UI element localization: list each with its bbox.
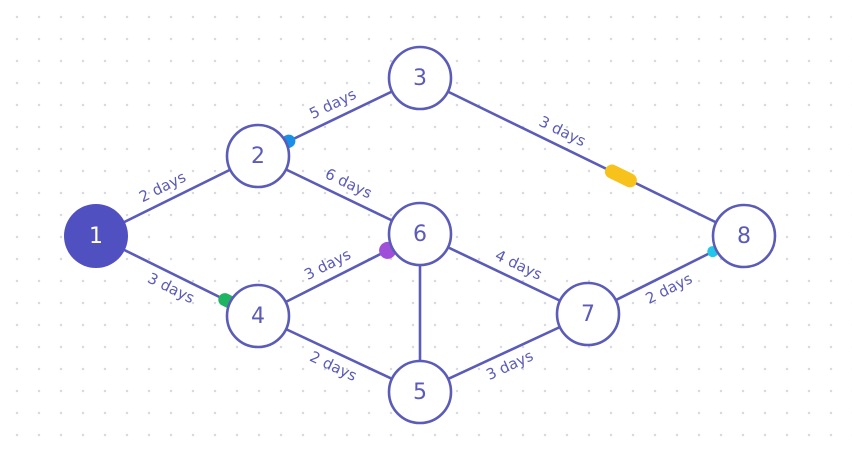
edge-label-4-6: 3 days xyxy=(301,245,354,284)
node-6[interactable]: 6 xyxy=(387,201,453,267)
edge-label-2-3: 5 days xyxy=(306,85,359,123)
node-circle-2 xyxy=(225,123,291,189)
node-label-1: 1 xyxy=(89,224,103,249)
node-circle-3 xyxy=(387,45,453,111)
edge-label-5-7: 3 days xyxy=(483,347,536,384)
edge-label-3-8: 3 days xyxy=(536,112,589,150)
yellow-marker xyxy=(604,164,637,188)
edge-label-1-2: 2 days xyxy=(136,168,189,206)
edge-label-6-7: 4 days xyxy=(492,246,545,284)
node-circle-7 xyxy=(555,281,621,347)
node-label-3: 3 xyxy=(413,66,427,91)
edge-label-1-4: 3 days xyxy=(145,269,198,307)
node-4[interactable]: 4 xyxy=(225,283,291,349)
node-label-5: 5 xyxy=(413,380,427,405)
node-label-2: 2 xyxy=(251,144,265,169)
edge-label-2-6: 6 days xyxy=(322,165,375,203)
nodes-layer: 1 2 3 4 5 6 7 8 xyxy=(64,45,777,425)
node-7[interactable]: 7 xyxy=(555,281,621,347)
node-2[interactable]: 2 xyxy=(225,123,291,189)
node-circle-8 xyxy=(711,203,777,269)
edge-label-4-5: 2 days xyxy=(307,348,360,385)
node-label-6: 6 xyxy=(413,222,427,247)
node-label-7: 7 xyxy=(581,302,595,327)
node-3[interactable]: 3 xyxy=(387,45,453,111)
edge-3-8 xyxy=(418,76,746,238)
node-circle-4 xyxy=(225,283,291,349)
node-circle-1 xyxy=(64,204,128,268)
node-circle-6 xyxy=(387,201,453,267)
node-5[interactable]: 5 xyxy=(387,359,453,425)
node-circle-5 xyxy=(387,359,453,425)
node-label-4: 4 xyxy=(251,304,265,329)
node-1[interactable]: 1 xyxy=(64,204,128,268)
node-label-8: 8 xyxy=(737,224,751,249)
node-8[interactable]: 8 xyxy=(711,203,777,269)
edge-label-7-8: 2 days xyxy=(643,269,696,307)
